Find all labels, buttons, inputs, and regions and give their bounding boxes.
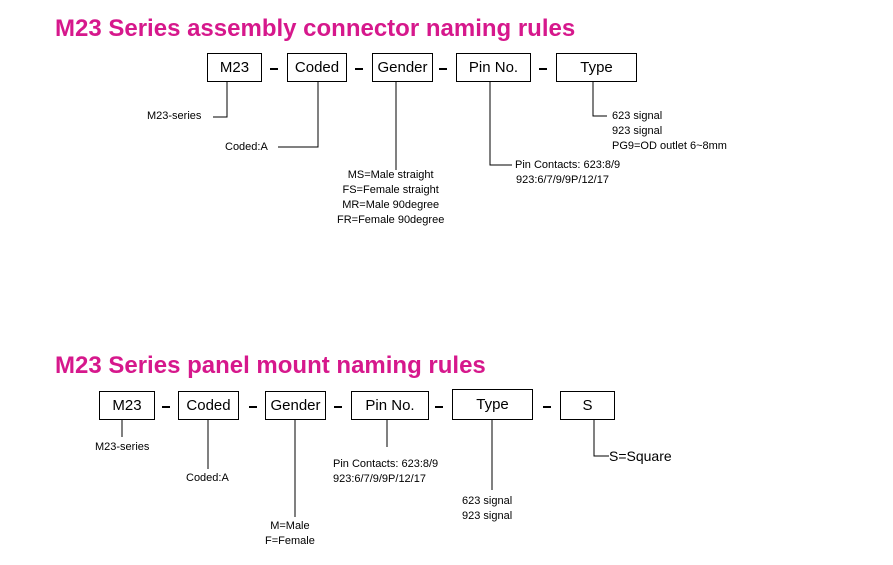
panel-separator-4	[435, 406, 443, 408]
panel-pin-line-1: Pin Contacts: 623:8/9	[333, 458, 439, 470]
assembly-series-label: M23-series	[147, 110, 202, 122]
panel-gender-f: F=Female	[265, 535, 315, 547]
assembly-box-coded: Coded	[287, 53, 347, 82]
assembly-type-list: 623 signal 923 signal PG9=OD outlet 6~8m…	[612, 109, 727, 154]
panel-separator-2	[249, 406, 257, 408]
assembly-separator-2	[355, 68, 363, 70]
assembly-pin-line-2: 923:6/7/9/9P/12/17	[516, 174, 609, 186]
assembly-pin-line-1: Pin Contacts: 623:8/9	[515, 159, 621, 171]
panel-title: M23 Series panel mount naming rules	[55, 352, 486, 379]
panel-separator-3	[334, 406, 342, 408]
assembly-gender-list: MS=Male straight FS=Female straight MR=M…	[337, 168, 444, 228]
assembly-type-pg9: PG9=OD outlet 6~8mm	[612, 140, 727, 152]
assembly-separator-3	[439, 68, 447, 70]
panel-pin-list: Pin Contacts: 623:8/9 923:6/7/9/9P/12/17	[333, 457, 438, 487]
assembly-box-gender: Gender	[372, 53, 433, 82]
panel-box-gender: Gender	[265, 391, 326, 420]
assembly-coded-label: Coded:A	[225, 141, 268, 153]
panel-separator-1	[162, 406, 170, 408]
assembly-box-type: Type	[556, 53, 637, 82]
panel-box-pin-no: Pin No.	[351, 391, 429, 420]
panel-pin-line-2: 923:6/7/9/9P/12/17	[333, 473, 426, 485]
assembly-box-pin-no: Pin No.	[456, 53, 531, 82]
panel-box-type: Type	[452, 389, 533, 420]
assembly-separator-4	[539, 68, 547, 70]
assembly-series-leader	[213, 82, 228, 118]
panel-box-m23: M23	[99, 391, 155, 420]
panel-type-list: 623 signal 923 signal	[462, 494, 512, 524]
panel-gender-m: M=Male	[270, 520, 310, 532]
panel-coded-label: Coded:A	[186, 472, 229, 484]
panel-series-label: M23-series	[95, 441, 150, 453]
panel-shape-label: S=Square	[609, 448, 672, 464]
assembly-gender-fs: FS=Female straight	[342, 184, 439, 196]
panel-type-623: 623 signal	[462, 495, 513, 507]
assembly-pin-list: Pin Contacts: 623:8/9	[515, 158, 620, 173]
panel-shape-leader	[593, 420, 609, 457]
assembly-type-leader	[592, 82, 607, 117]
panel-type-923: 923 signal	[462, 510, 513, 522]
assembly-separator-1	[270, 68, 278, 70]
panel-separator-5	[543, 406, 551, 408]
panel-box-s: S	[560, 391, 615, 420]
assembly-title: M23 Series assembly connector naming rul…	[55, 15, 576, 42]
assembly-type-623: 623 signal	[612, 110, 663, 122]
assembly-gender-mr: MR=Male 90degree	[342, 199, 440, 211]
assembly-box-m23: M23	[207, 53, 262, 82]
assembly-gender-fr: FR=Female 90degree	[337, 214, 445, 226]
assembly-type-923: 923 signal	[612, 125, 663, 137]
panel-box-coded: Coded	[178, 391, 239, 420]
assembly-gender-ms: MS=Male straight	[347, 169, 434, 181]
assembly-coded-leader	[278, 82, 319, 148]
assembly-pin-leader	[489, 82, 512, 166]
panel-gender-list: M=Male F=Female	[265, 519, 315, 549]
